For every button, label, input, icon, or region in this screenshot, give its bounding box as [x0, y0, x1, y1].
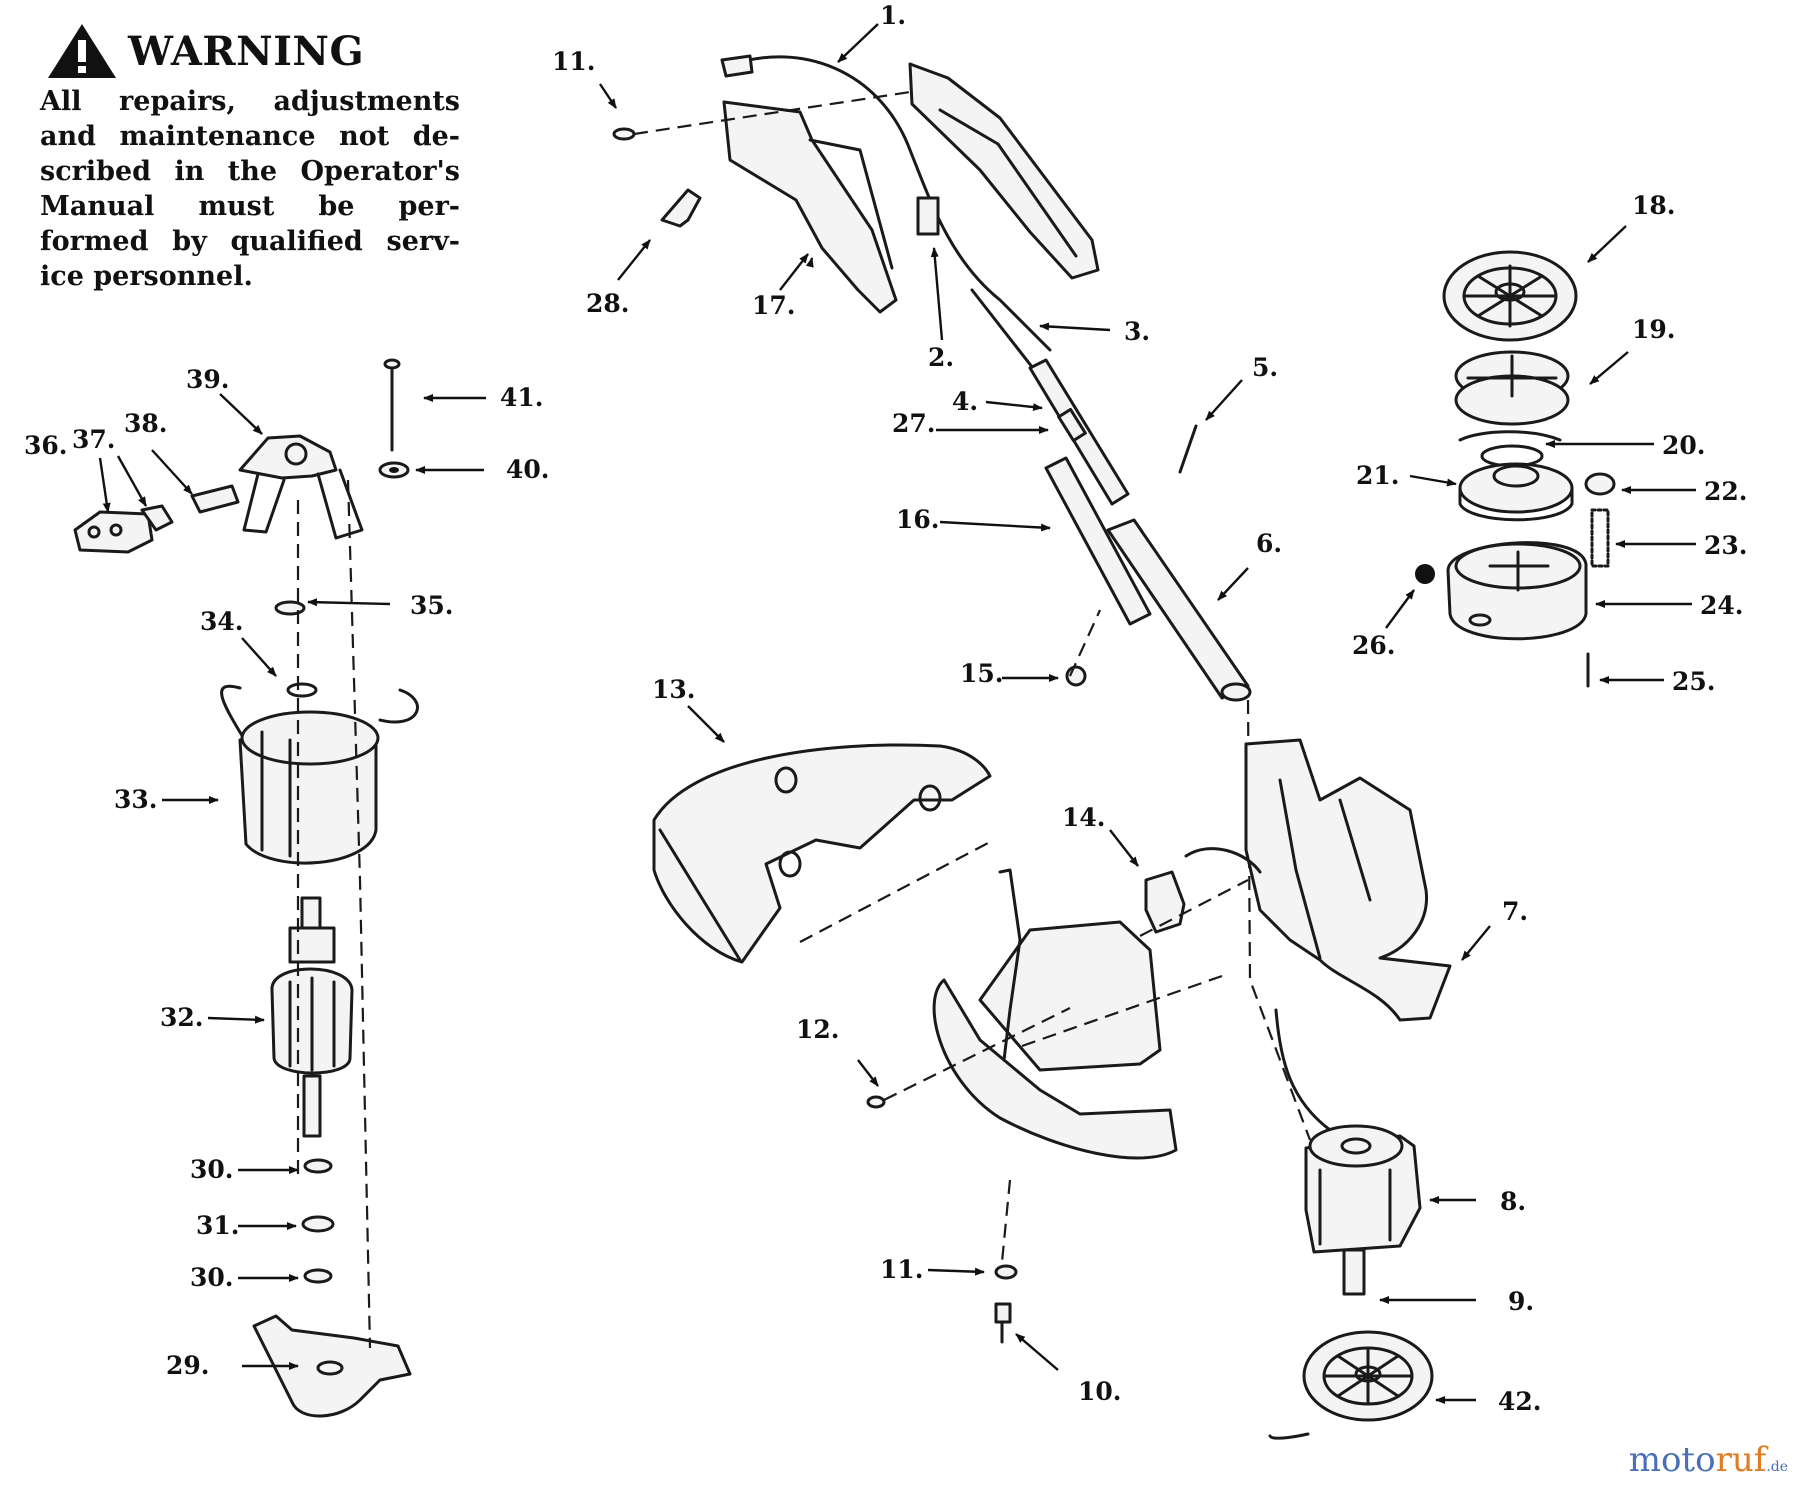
screw-and-nut [994, 1264, 1018, 1344]
callout-2: 2. [928, 343, 954, 372]
watermark-logo: motoruf.de [1629, 1440, 1788, 1480]
callout-20: 20. [1662, 431, 1706, 460]
warning-block: WARNING All repairs, adjustments and mai… [40, 22, 460, 294]
callout-25: 25. [1672, 667, 1716, 696]
callout-3: 3. [1124, 317, 1150, 346]
callout-33: 33. [114, 785, 158, 814]
callout-42: 42. [1498, 1387, 1542, 1416]
callout-36: 36. [24, 431, 68, 460]
callout-9: 9. [1508, 1287, 1534, 1316]
watermark-part: .de [1766, 1459, 1788, 1475]
callout-5: 5. [1252, 353, 1278, 382]
callout-26: 26. [1352, 631, 1396, 660]
retaining-ring [286, 682, 318, 698]
warning-line: ice personnel. [40, 261, 253, 292]
nut [1065, 665, 1087, 687]
cord-assembly [720, 54, 1052, 352]
callout-24: 24. [1700, 591, 1744, 620]
eyelet-and-spring [1584, 472, 1616, 568]
screw [612, 127, 636, 141]
callout-34: 34. [200, 607, 244, 636]
callout-18: 18. [1632, 191, 1676, 220]
callout-12: 12. [796, 1015, 840, 1044]
callout-13: 13. [652, 675, 696, 704]
warning-header: WARNING [46, 22, 460, 80]
upper-shaft [970, 288, 1130, 506]
callout-4: 4. [952, 387, 978, 416]
callout-17: 17. [752, 291, 796, 320]
callout-41: 41. [500, 383, 544, 412]
callout-21: 21. [1356, 461, 1400, 490]
callout-22: 22. [1704, 477, 1748, 506]
lower-housing-half [932, 868, 1178, 1160]
shaft-coupler [1044, 456, 1152, 626]
warning-text: All repairs, adjustments and maintenance… [40, 84, 460, 294]
watermark-part: moto [1628, 1440, 1716, 1480]
warning-line: All repairs, adjustments [40, 86, 460, 117]
bearing-bracket [238, 434, 364, 540]
spool-hub [1458, 462, 1574, 522]
callout-23: 23. [1704, 531, 1748, 560]
brush-holder-assembly [73, 484, 240, 554]
spool-cap-top [1442, 250, 1578, 342]
screw-and-washer [378, 358, 410, 479]
callout-35: 35. [410, 591, 454, 620]
callout-1: 1. [880, 1, 906, 30]
spool-housing [1446, 541, 1588, 641]
warning-line: Manual must be per- [40, 191, 460, 222]
trigger-spring-clip [660, 188, 702, 228]
watermark-part: ruf [1715, 1440, 1767, 1480]
callout-arrows [98, 23, 1696, 1404]
callout-27: 27. [892, 409, 936, 438]
drive-shaft [1342, 1248, 1366, 1296]
warning-line: scribed in the Operator's [40, 156, 460, 187]
warning-line: and maintenance not de- [40, 121, 460, 152]
callout-30: 30. [190, 1155, 234, 1184]
motor-field-housing [220, 684, 419, 865]
callout-15: 15. [960, 659, 1004, 688]
callout-37: 37. [72, 425, 116, 454]
upper-housing-half [1184, 738, 1452, 1022]
motor-assembly [1274, 1008, 1422, 1254]
callout-19: 19. [1632, 315, 1676, 344]
assembly-line [296, 479, 372, 1349]
callout-32: 32. [160, 1003, 204, 1032]
callout-6: 6. [1256, 529, 1282, 558]
callout-7: 7. [1502, 897, 1528, 926]
callout-40: 40. [506, 455, 550, 484]
callout-31: 31. [196, 1211, 240, 1240]
warning-triangle-icon [48, 24, 116, 78]
callout-8: 8. [1500, 1187, 1526, 1216]
grass-deflector-guard [652, 743, 992, 964]
spool-with-line [1454, 350, 1570, 442]
assembly-line [633, 90, 1312, 1141]
callout-11: 11. [880, 1255, 924, 1284]
callout-29: 29. [166, 1351, 210, 1380]
lower-bearing-bracket [252, 1314, 412, 1418]
lower-shaft [1106, 518, 1252, 702]
callout-28: 28. [586, 289, 630, 318]
armature [270, 896, 354, 1138]
warning-title: WARNING [128, 27, 365, 75]
callout-30: 30. [190, 1263, 234, 1292]
bump-knob [1415, 564, 1435, 584]
spool-cap-bottom [1268, 1330, 1434, 1440]
switch-trigger [1144, 870, 1186, 934]
bolt [1178, 424, 1198, 474]
handle-half-left [722, 100, 898, 314]
thrust-washers [301, 1158, 335, 1284]
washer [274, 600, 306, 616]
callout-38: 38. [124, 409, 168, 438]
callout-39: 39. [186, 365, 230, 394]
screw [866, 1095, 886, 1109]
warning-line: formed by qualified serv- [40, 226, 460, 257]
handle-half-right [908, 62, 1100, 280]
callout-11: 11. [552, 47, 596, 76]
callout-labels: 1. 11. 2. 3. 4. 27. 5. 16. 6. 15. 17. 28… [24, 1, 1748, 1416]
callout-14: 14. [1062, 803, 1106, 832]
callout-10: 10. [1078, 1377, 1122, 1406]
callout-16: 16. [896, 505, 940, 534]
